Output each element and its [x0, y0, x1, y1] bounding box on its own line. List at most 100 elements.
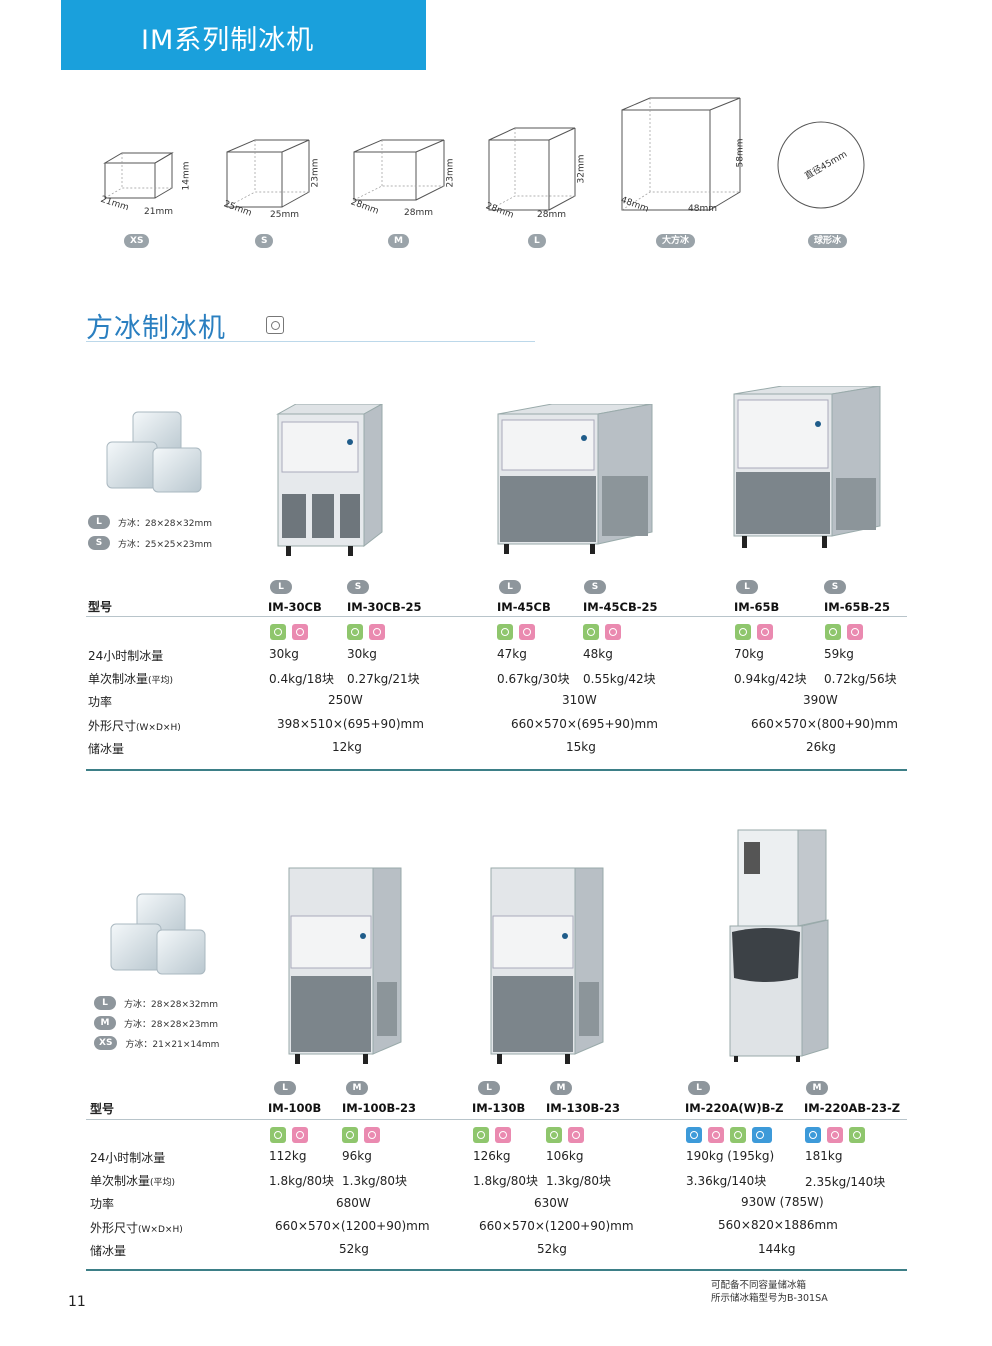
g2-daily-3: 106kg — [546, 1149, 584, 1163]
cube-m-d: 28mm — [404, 208, 433, 218]
g1-model-0: IM-30CB — [268, 600, 322, 614]
machine-im-30cb-image — [276, 403, 386, 560]
cube-s: 25mm 25mm 23mm — [222, 139, 321, 224]
g2-fan-icon-0 — [270, 1127, 286, 1143]
g2-header-label: 型号 — [90, 1102, 115, 1116]
machine-im-45cb-image — [494, 403, 656, 558]
g1-tag-1: S — [347, 580, 369, 594]
g2-power-0: 680W — [336, 1196, 371, 1210]
g1-tag-3: S — [584, 580, 606, 594]
g2-fan-icon-3 — [546, 1127, 562, 1143]
cube-s-drawing — [226, 139, 310, 208]
legend2-m-text: 方冰：28×28×23mm — [124, 1019, 218, 1030]
g2-header-rule — [86, 1119, 907, 1120]
g1-daily-2: 47kg — [497, 647, 527, 661]
g1-tag-5: S — [824, 580, 846, 594]
cube-xs-drawing — [103, 152, 174, 199]
g1-fan-icon-0 — [270, 624, 286, 640]
g2-power-2: 930W (785W) — [741, 1195, 824, 1209]
ice-cubes-image-2 — [107, 890, 207, 984]
g2-row-daily: 24小时制冰量 — [90, 1151, 166, 1165]
g2-batch-5: 2.35kg/140块 — [805, 1175, 886, 1189]
cube-xs: 21mm 21mm 14mm — [99, 152, 192, 219]
g1-model-4: IM-65B — [734, 600, 780, 614]
cube-l-tag: L — [528, 234, 546, 248]
g2-fan-icon-1 — [342, 1127, 358, 1143]
g1-batch-4: 0.94kg/42块 — [734, 672, 807, 686]
g2-storage-1: 52kg — [537, 1242, 567, 1256]
cube-m: 28mm 28mm 23mm — [349, 139, 456, 224]
g2-water-icon-1 — [364, 1127, 380, 1143]
g1-tag-2: L — [499, 580, 521, 594]
g1-power-2: 390W — [803, 693, 838, 707]
section-divider — [86, 341, 535, 342]
g1-size-0: 398×510×(695+90)mm — [277, 717, 424, 731]
banner-title: IM系列制冰机 — [141, 25, 315, 56]
g1-row-size: 外形尺寸(W×D×H) — [88, 717, 181, 734]
g2-model-3: IM-130B-23 — [546, 1101, 621, 1115]
g2-water-icon-0 — [292, 1127, 308, 1143]
cube-large-drawing — [621, 97, 741, 211]
cube-s-h: 23mm — [310, 158, 321, 188]
g1-header-rule — [86, 616, 907, 617]
g2-row-storage: 储冰量 — [90, 1244, 127, 1258]
g2-fan-icon-4 — [730, 1127, 746, 1143]
g2-fan-icon-5 — [849, 1127, 865, 1143]
g2-daily-2: 126kg — [473, 1149, 511, 1163]
g1-water-icon-5 — [847, 624, 863, 640]
g1-row-size-text: 外形尺寸 — [88, 719, 137, 733]
g1-row-batch-note: (平均) — [148, 676, 174, 686]
g1-daily-5: 59kg — [824, 647, 854, 661]
machine-im-100b-image — [287, 866, 403, 1068]
g2-daily-0: 112kg — [269, 1149, 307, 1163]
g2-tag-2: L — [478, 1081, 500, 1095]
g1-batch-2: 0.67kg/30块 — [497, 672, 570, 686]
cube-m-drawing — [353, 139, 445, 201]
g2-batch-1: 1.3kg/80块 — [342, 1174, 407, 1188]
g1-batch-5: 0.72kg/56块 — [824, 672, 897, 686]
g2-model-0: IM-100B — [268, 1101, 322, 1115]
legend2-l-tag: L — [94, 996, 116, 1010]
g1-tag-4: L — [736, 580, 758, 594]
g2-row-batch-note: (平均) — [150, 1178, 176, 1188]
g2-row-batch-text: 单次制冰量 — [90, 1174, 151, 1188]
g1-water-icon-4 — [757, 624, 773, 640]
g1-batch-0: 0.4kg/18块 — [269, 672, 334, 686]
g2-model-1: IM-100B-23 — [342, 1101, 417, 1115]
g2-bottom-rule — [86, 1269, 907, 1271]
g1-water-icon-1 — [369, 624, 385, 640]
section-title: 方冰制冰机 — [86, 313, 226, 344]
note-line-1: 可配备不同容量储冰箱 — [711, 1280, 807, 1291]
sphere-drawing — [777, 121, 865, 209]
g1-power-0: 250W — [328, 693, 363, 707]
legend2-xs-text: 方冰：21×21×14mm — [125, 1039, 220, 1050]
cube-l: 28mm 28mm 32mm — [484, 127, 587, 227]
g2-row-size-text: 外形尺寸 — [90, 1221, 139, 1235]
cube-xs-d: 21mm — [144, 207, 173, 217]
g2-water-icon-5 — [827, 1127, 843, 1143]
legend-l-tag: L — [88, 515, 110, 529]
g2-power-1: 630W — [534, 1196, 569, 1210]
g2-water-cooled-icon-4 — [752, 1127, 772, 1143]
g1-tag-0: L — [270, 580, 292, 594]
g2-size-0: 660×570×(1200+90)mm — [275, 1219, 430, 1233]
cube-xs-h: 14mm — [181, 161, 192, 191]
cube-large: 48mm 48mm 58mm — [619, 97, 746, 222]
g2-batch-3: 1.3kg/80块 — [546, 1174, 611, 1188]
sphere-tag: 球形冰 — [808, 234, 848, 248]
legend2-xs-tag: XS — [94, 1036, 118, 1050]
g2-tag-4: L — [688, 1081, 710, 1095]
page-banner: IM系列制冰机 — [61, 0, 426, 70]
g2-size-2: 560×820×1886mm — [718, 1218, 838, 1232]
g1-fan-icon-4 — [735, 624, 751, 640]
machine-im-130b-image — [489, 866, 605, 1068]
g1-header-label: 型号 — [88, 600, 113, 614]
g1-size-2: 660×570×(800+90)mm — [751, 717, 898, 731]
g1-size-1: 660×570×(695+90)mm — [511, 717, 658, 731]
g2-daily-5: 181kg — [805, 1149, 843, 1163]
note-line-2: 所示储冰箱型号为B-301SA — [711, 1293, 828, 1304]
